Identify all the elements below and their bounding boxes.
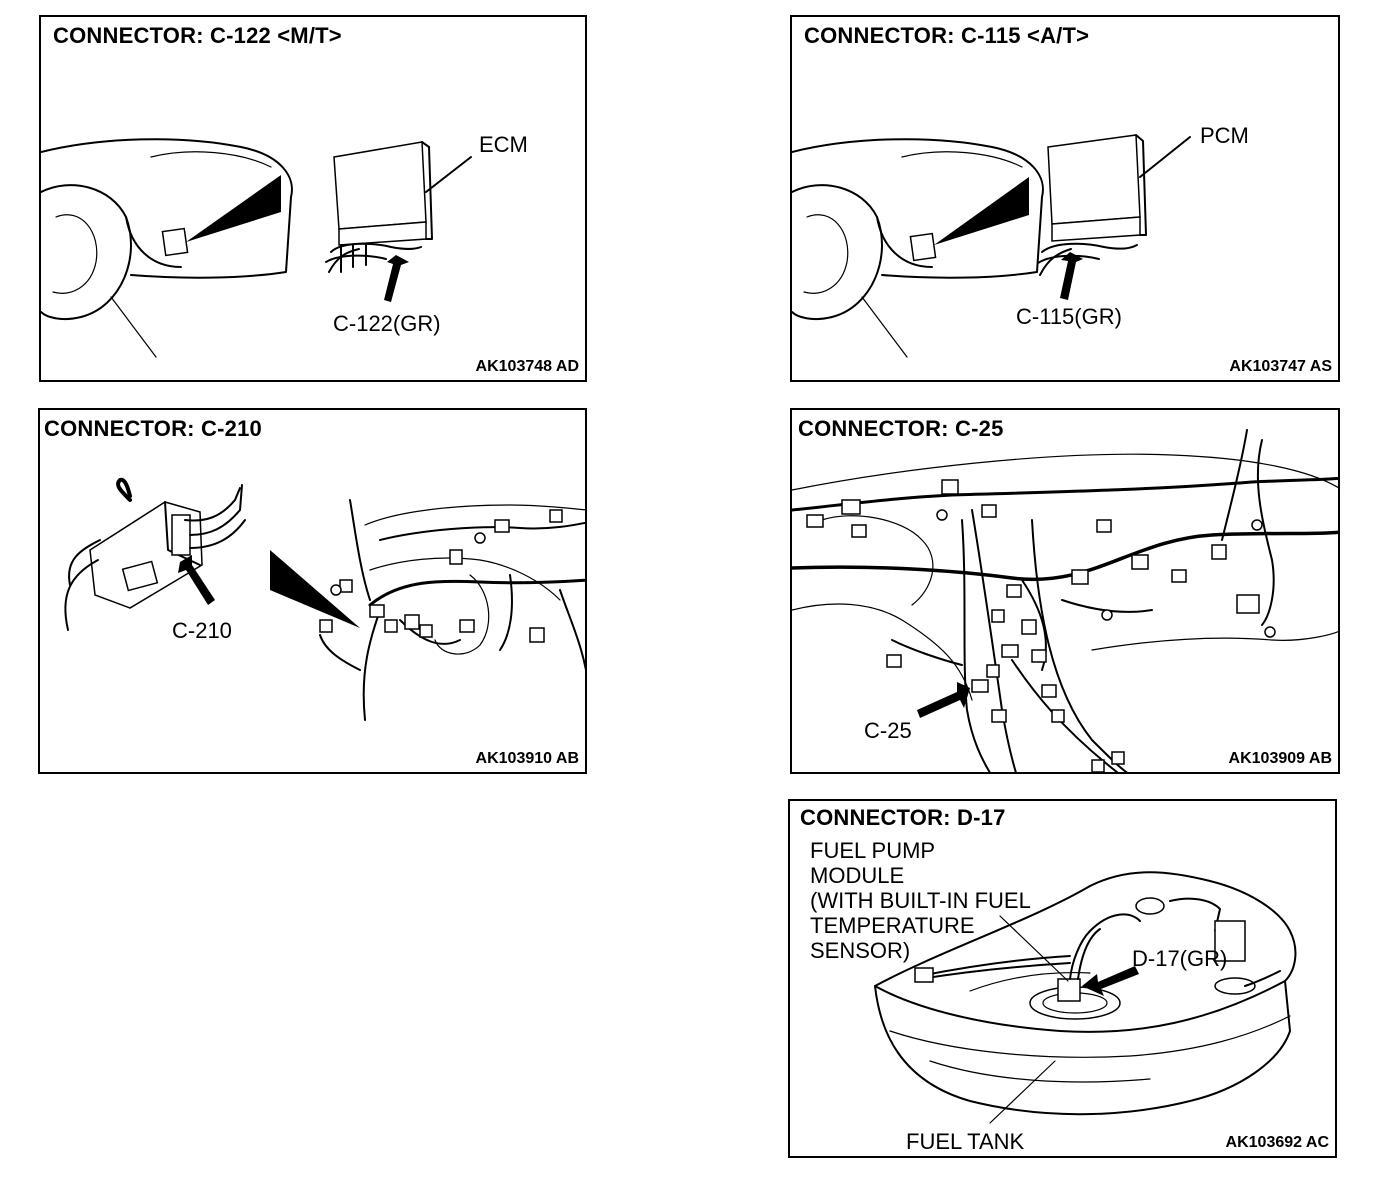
- figure-code: AK103747 AS: [1229, 358, 1332, 375]
- ecm-label: ECM: [479, 132, 528, 157]
- module-label-line3: (WITH BUILT-IN FUEL: [810, 888, 1031, 913]
- dashboard-ecm-illustration: [41, 138, 472, 358]
- connector-panel-d17: FUEL PUMP MODULE (WITH BUILT-IN FUEL TEM…: [788, 799, 1337, 1158]
- figure-code: AK103692 AC: [1225, 1134, 1329, 1151]
- module-label-line2: MODULE: [810, 863, 905, 888]
- panel-title: CONNECTOR: C-115 <A/T>: [804, 23, 1090, 48]
- harness-c25-illustration: [792, 429, 1338, 772]
- figure-code: AK103748 AD: [475, 358, 579, 375]
- connector-panel-c122: ECM C-122(GR) CONNECTOR: C-122 <M/T> AK1…: [39, 15, 587, 382]
- d17-connector-label: D-17(GR): [1132, 946, 1228, 971]
- connector-panel-c210: C-210 CONNECTOR: C-210 AK103910 AB: [38, 408, 587, 774]
- panel-title: CONNECTOR: C-122 <M/T>: [53, 23, 342, 48]
- fuel-tank-label: FUEL TANK: [906, 1129, 1025, 1154]
- c122-connector-label: C-122(GR): [333, 311, 441, 336]
- panel-title: CONNECTOR: C-25: [798, 416, 1004, 441]
- module-label-line1: FUEL PUMP: [810, 838, 936, 863]
- c210-connector-label: C-210: [172, 618, 232, 643]
- figure-code: AK103910 AB: [475, 750, 579, 767]
- c115-connector-label: C-115(GR): [1016, 304, 1122, 329]
- module-label-line5: SENSOR): [810, 938, 911, 963]
- panel-title: CONNECTOR: C-210: [44, 416, 262, 441]
- pcm-label: PCM: [1200, 123, 1249, 148]
- fuel-tank-illustration: [874, 871, 1297, 1124]
- dashboard-pcm-illustration: [792, 134, 1191, 358]
- harness-c210-illustration: [64, 477, 585, 721]
- figure-code: AK103909 AB: [1228, 750, 1332, 767]
- connector-panel-c25: C-25 CONNECTOR: C-25 AK103909 AB: [790, 408, 1340, 774]
- panel-title: CONNECTOR: D-17: [800, 805, 1006, 830]
- module-label-line4: TEMPERATURE: [810, 913, 975, 938]
- connector-panel-c115: PCM C-115(GR) CONNECTOR: C-115 <A/T> AK1…: [790, 15, 1340, 382]
- c25-connector-label: C-25: [864, 718, 912, 743]
